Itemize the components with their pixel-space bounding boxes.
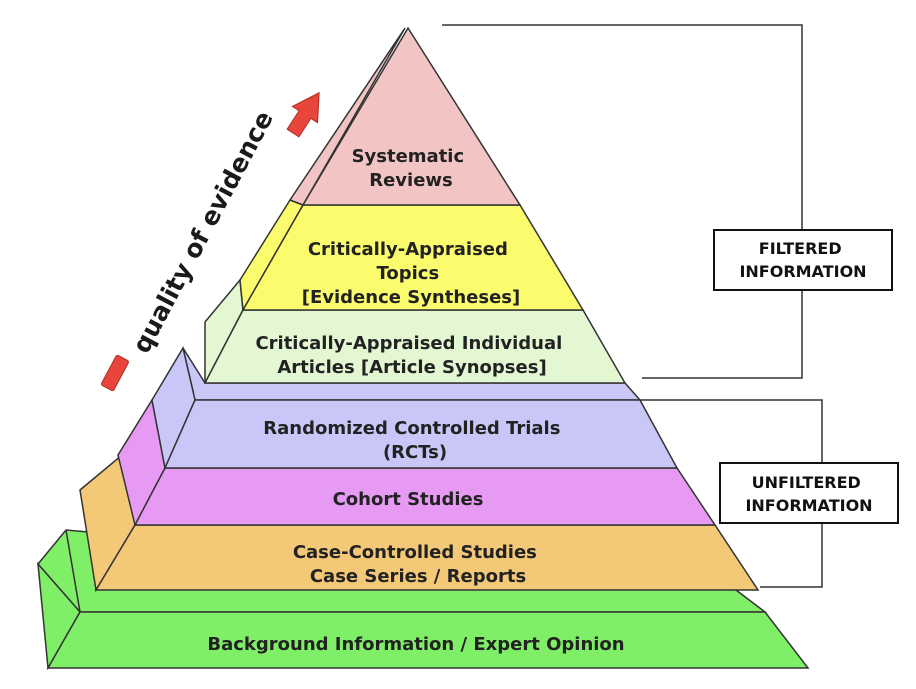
level-cohort [117, 397, 717, 528]
level-case-controlled [79, 453, 760, 593]
filtered-label: FILTERED INFORMATION [739, 239, 866, 281]
topics-line-2: Topics [377, 263, 440, 284]
rct-label: Randomized Controlled Trials (RCTs) [263, 418, 566, 463]
level-base-front [46, 611, 810, 669]
level-base-edge [65, 529, 81, 613]
systematic-reviews-line-2: Reviews [369, 170, 453, 191]
background-line-1: Background Information / Expert Opinion [207, 634, 624, 655]
level-rct [151, 346, 679, 471]
level-systematic-side [288, 27, 406, 206]
filtered-bracket-line [442, 24, 803, 379]
unfiltered-label-box [719, 462, 899, 524]
case-line-2: Case Series / Reports [310, 566, 526, 587]
critically-appraised-articles-label: Critically-Appraised Individual Articles… [255, 333, 568, 378]
systematic-reviews-line-1: Systematic [352, 146, 465, 167]
unfiltered-line-1: UNFILTERED [752, 473, 861, 492]
topics-line-1: Critically-Appraised [308, 239, 508, 260]
level-systematic-reviews [288, 26, 522, 206]
filtered-line-1: FILTERED [759, 239, 842, 258]
rct-line-2: (RCTs) [383, 442, 447, 463]
filtered-line-2: INFORMATION [739, 262, 866, 281]
articles-line-2: Articles [Article Synopses] [277, 357, 546, 378]
level-labels: Systematic Reviews Critically-Appraised … [207, 146, 624, 655]
background-label: Background Information / Expert Opinion [207, 634, 624, 655]
level-systematic-front [301, 26, 522, 206]
cohort-line-1: Cohort Studies [333, 489, 484, 510]
filtered-bracket: FILTERED INFORMATION [442, 24, 893, 379]
systematic-reviews-label: Systematic Reviews [352, 146, 471, 191]
level-critically-appraised-topics [239, 199, 585, 313]
articles-line-1: Critically-Appraised Individual [255, 333, 562, 354]
unfiltered-line-2: INFORMATION [745, 496, 872, 515]
topics-line-3: [Evidence Syntheses] [302, 287, 520, 308]
level-rct-front [163, 399, 679, 469]
rct-line-1: Randomized Controlled Trials [263, 418, 560, 439]
case-controlled-label: Case-Controlled Studies Case Series / Re… [293, 542, 543, 587]
critically-appraised-topics-label: Critically-Appraised Topics [Evidence Sy… [302, 239, 520, 308]
unfiltered-label: UNFILTERED INFORMATION [745, 473, 872, 515]
filtered-label-box [713, 229, 893, 291]
unfiltered-bracket: UNFILTERED INFORMATION [640, 399, 899, 588]
case-line-1: Case-Controlled Studies [293, 542, 537, 563]
cohort-label: Cohort Studies [333, 489, 484, 510]
quality-arrow-head [286, 91, 320, 138]
level-critically-appraised-articles [203, 278, 627, 384]
quality-arrow-tail [101, 354, 129, 392]
